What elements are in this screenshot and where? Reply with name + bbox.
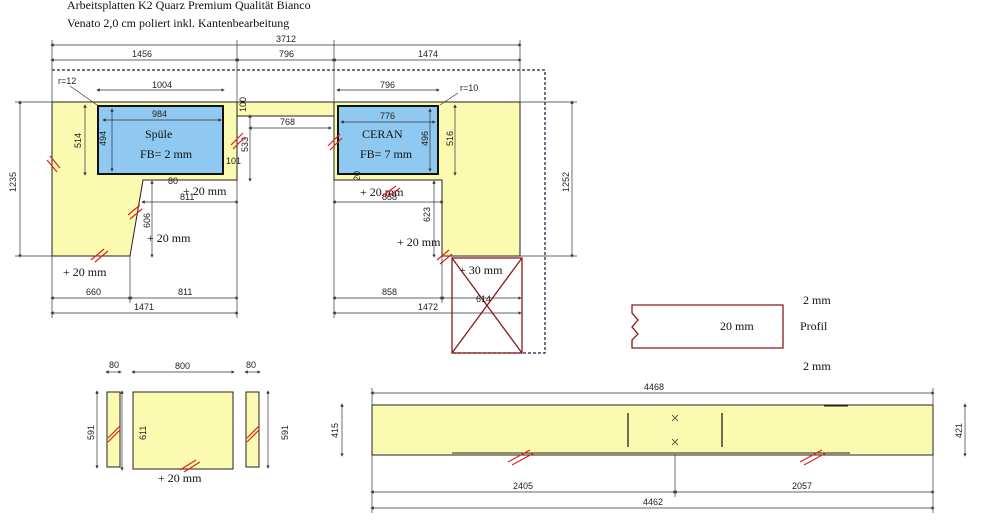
dim-20: 20 bbox=[352, 171, 362, 181]
edge-note-c: + 20 mm bbox=[63, 265, 107, 279]
panel-hatch-marks bbox=[107, 425, 260, 473]
radius-left: r=12 bbox=[58, 76, 76, 86]
dim-p-80a: 80 bbox=[109, 360, 119, 370]
long-strip bbox=[371, 404, 934, 456]
profile-bottom: 2 mm bbox=[803, 359, 831, 373]
dim-bot-1471: 1471 bbox=[134, 302, 154, 312]
dim-bot-858: 858 bbox=[382, 287, 397, 297]
ceran-label: CERAN bbox=[362, 127, 403, 141]
dim-long-2057: 2057 bbox=[792, 481, 812, 491]
dim-ceran-outer: 796 bbox=[380, 80, 395, 90]
dim-sink-h-outer: 514 bbox=[73, 133, 83, 148]
panel-center bbox=[132, 391, 234, 470]
dim-long-top: 4468 bbox=[644, 382, 664, 392]
dim-ceran-h-outer: 516 bbox=[445, 131, 455, 146]
ceran-fb: FB= 7 mm bbox=[360, 147, 413, 161]
dim-80a: 80 bbox=[168, 176, 178, 186]
dim-p-591a: 591 bbox=[86, 425, 96, 440]
dim-under-right: 858 bbox=[382, 192, 397, 202]
dim-left-height: 1235 bbox=[8, 172, 18, 192]
dim-top-right: 1474 bbox=[418, 49, 438, 59]
ceran-cutout bbox=[337, 105, 439, 175]
dim-right-height: 1252 bbox=[561, 172, 571, 192]
edge-note-a: + 20 mm bbox=[183, 184, 227, 198]
radius-right: r=10 bbox=[460, 83, 478, 93]
dim-bot-1472: 1472 bbox=[418, 302, 438, 312]
dim-bridge-h: 533 bbox=[240, 137, 250, 152]
dim-bridge-top: 100 bbox=[238, 97, 248, 112]
dim-sink-outer: 1004 bbox=[152, 80, 172, 90]
dim-total: 3712 bbox=[276, 34, 296, 44]
dim-bot-614: 614 bbox=[476, 294, 491, 304]
panel-left bbox=[106, 391, 121, 468]
sink-label: Spüle bbox=[145, 127, 172, 141]
dim-p-800: 800 bbox=[175, 361, 190, 371]
dim-p-611: 611 bbox=[138, 426, 148, 440]
header-line-2: Venato 2,0 cm poliert inkl. Kantenbearbe… bbox=[67, 16, 289, 30]
dim-ceran-h-inner: 496 bbox=[420, 131, 430, 146]
excluded-area-box bbox=[451, 257, 523, 354]
edge-note-e: + 20 mm bbox=[397, 235, 441, 249]
sink-fb: FB= 2 mm bbox=[140, 147, 193, 161]
dim-long-2405: 2405 bbox=[513, 481, 533, 491]
dim-bot-660: 660 bbox=[86, 287, 101, 297]
profile-top: 2 mm bbox=[803, 293, 831, 307]
center-marks bbox=[671, 414, 679, 446]
dim-top-left: 1456 bbox=[132, 49, 152, 59]
dim-long-421: 421 bbox=[954, 423, 964, 438]
dim-leg-left: 606 bbox=[142, 213, 152, 228]
sink-cutout bbox=[97, 105, 224, 175]
edge-hatch-marks bbox=[46, 132, 453, 265]
dim-top-mid: 796 bbox=[279, 49, 294, 59]
edge-note-f: + 30 mm bbox=[459, 263, 503, 277]
edge-note-g: + 20 mm bbox=[158, 471, 202, 485]
edge-profile-shape bbox=[631, 304, 784, 349]
edge-note-d: + 20 mm bbox=[360, 185, 404, 199]
dim-bot-811: 811 bbox=[178, 287, 192, 297]
dim-101: 101 bbox=[226, 156, 241, 166]
dim-long-415: 415 bbox=[330, 423, 340, 438]
header-line-1: Arbeitsplatten K2 Quarz Premium Qualität… bbox=[67, 0, 311, 12]
strip-hatch-marks bbox=[507, 449, 827, 466]
dim-long-bottom: 4462 bbox=[643, 497, 663, 507]
dim-under-left: 811 bbox=[180, 192, 194, 202]
dim-leg-right: 623 bbox=[422, 207, 432, 222]
bridge-slab bbox=[236, 101, 335, 117]
dim-ceran-inner: 776 bbox=[380, 111, 395, 121]
dim-sink-h-inner: 494 bbox=[98, 131, 108, 146]
dim-p-80b: 80 bbox=[246, 360, 256, 370]
panel-right bbox=[245, 391, 260, 468]
profile-label: Profil bbox=[800, 319, 828, 333]
dim-bridge-w: 768 bbox=[280, 117, 295, 127]
profile-middle: 20 mm bbox=[720, 319, 754, 333]
edge-note-b: + 20 mm bbox=[147, 231, 191, 245]
dim-sink-inner: 984 bbox=[152, 109, 167, 119]
dim-p-591b: 591 bbox=[280, 425, 290, 440]
